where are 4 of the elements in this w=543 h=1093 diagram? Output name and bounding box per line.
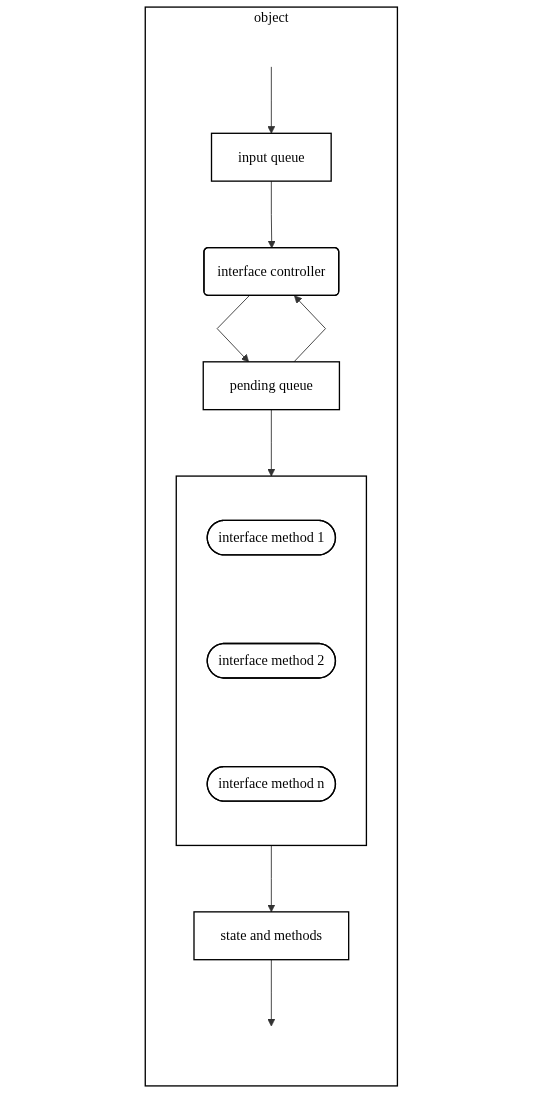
node-box: input queue xyxy=(211,132,332,182)
node-box: state and methods xyxy=(193,911,350,961)
cluster xyxy=(175,475,368,847)
node-box: pending queue xyxy=(202,361,341,411)
